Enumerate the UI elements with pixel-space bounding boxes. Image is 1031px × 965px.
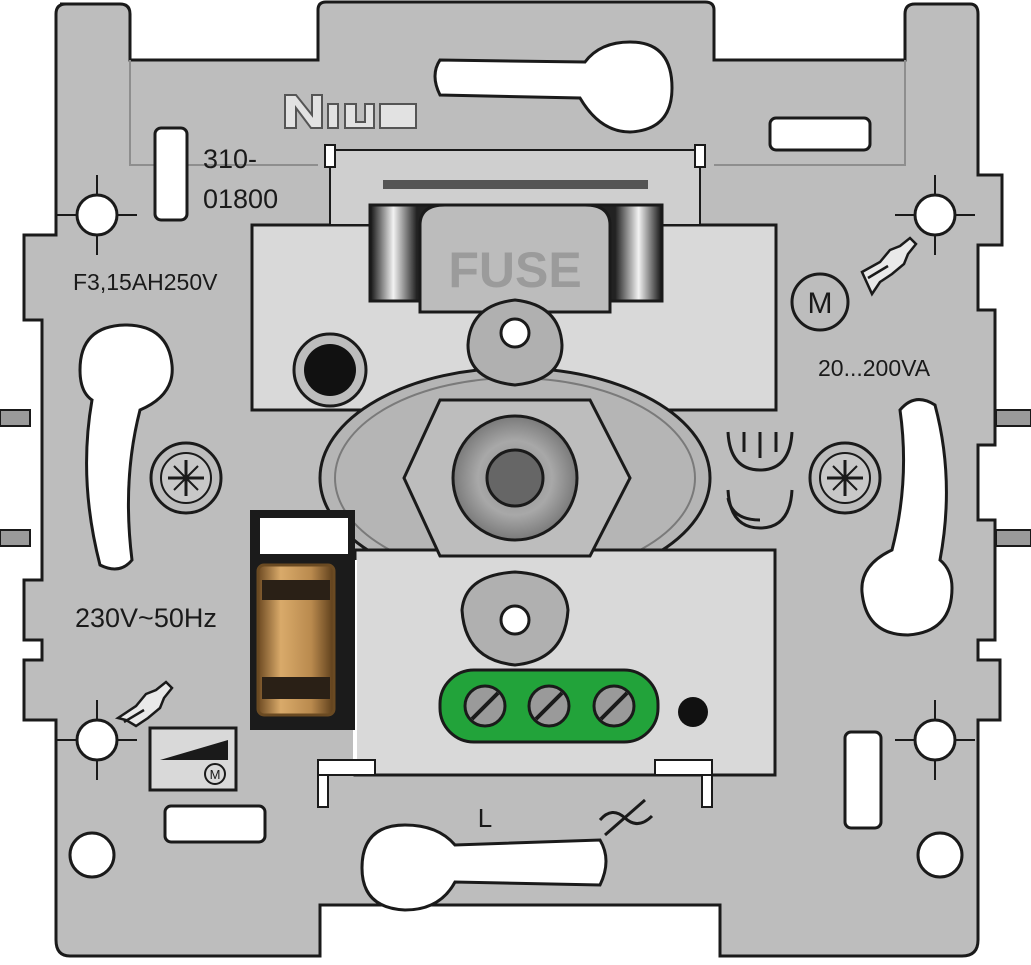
terminal-live-label: L	[478, 803, 492, 833]
side-pin	[0, 409, 31, 427]
phase-symbol-icon	[598, 798, 654, 837]
right-keyhole	[860, 398, 954, 637]
bottom-keyhole-slot	[360, 823, 608, 912]
ear-hole	[499, 317, 531, 349]
motor-symbol-letter: M	[808, 287, 833, 320]
fuse-label: FUSE	[448, 242, 581, 298]
bottom-left-slot	[163, 804, 267, 844]
dimmer-symbol-icon	[148, 726, 238, 792]
indicator-hole	[304, 344, 356, 396]
shaft-inner	[485, 448, 545, 508]
part-number-line1: 310-	[203, 144, 257, 174]
fuse-slot-line	[383, 180, 648, 189]
motor-symbol-icon	[790, 272, 850, 332]
load-range-label: 20...200VA	[818, 355, 931, 381]
terminal-dot	[678, 697, 708, 727]
plate-edge	[129, 60, 318, 166]
top-right-slot	[768, 116, 872, 152]
ear-hole	[499, 604, 531, 636]
frame-tab	[317, 774, 329, 808]
frame-tab	[324, 144, 336, 168]
crosshair-hole-icon	[895, 700, 975, 780]
plate-edge	[714, 60, 906, 166]
crosshair-hole-icon	[57, 700, 137, 780]
side-pin	[0, 529, 31, 547]
niko-logo	[284, 94, 417, 129]
corner-hole	[916, 831, 964, 879]
left-keyhole	[78, 323, 174, 571]
side-pin	[995, 409, 1031, 427]
fuse-rating-label: F3,15AH250V	[73, 269, 218, 295]
screwdriver-icon	[114, 680, 174, 728]
fuse-cap	[418, 203, 612, 314]
bottom-right-slot	[843, 730, 883, 830]
side-pin	[995, 529, 1031, 547]
capacitor-band	[262, 580, 330, 600]
terminal-screw	[592, 684, 636, 728]
terminal-screw	[527, 684, 571, 728]
frame-tab	[694, 144, 706, 168]
adjustment-screw-icon	[808, 441, 882, 515]
frame-tab	[701, 774, 713, 808]
adjustment-screw-icon	[149, 441, 223, 515]
part-number-line2: 01800	[203, 184, 278, 214]
dimmer-symbol-letter: M	[210, 767, 221, 782]
screwdriver-icon	[860, 236, 918, 297]
supply-label: 230V~50Hz	[75, 603, 217, 633]
terminal-screw	[463, 684, 507, 728]
choke-label-area	[260, 518, 348, 554]
corner-hole	[68, 831, 116, 879]
top-left-slot	[153, 126, 189, 222]
top-keyhole-slot	[433, 40, 674, 134]
ce-mark-icon	[726, 431, 794, 530]
capacitor-band	[262, 677, 330, 699]
crosshair-hole-icon	[57, 175, 137, 255]
crosshair-hole-icon	[895, 175, 975, 255]
